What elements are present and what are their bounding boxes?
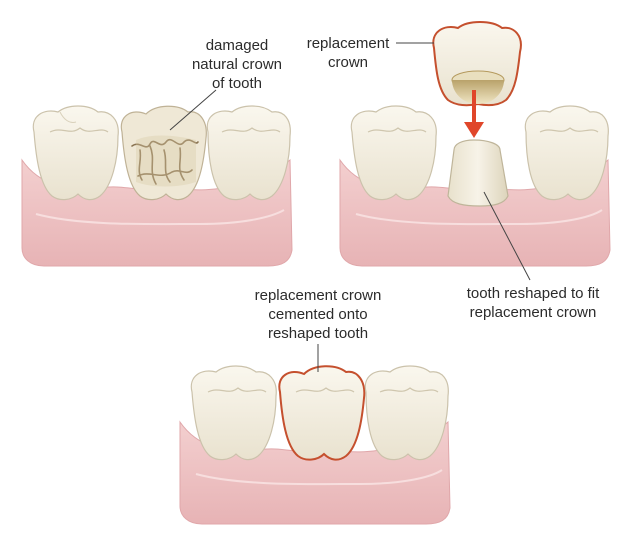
leader-damaged <box>169 89 217 131</box>
label-line: tooth reshaped to fit <box>466 285 600 302</box>
label-line: replacement crown <box>469 304 597 321</box>
label-line: crown <box>327 54 368 71</box>
panel-damaged-tooth <box>21 89 293 267</box>
down-arrow-icon <box>464 90 484 138</box>
label-reshaped-tooth: tooth reshaped to fit replacement crown <box>448 284 618 322</box>
tooth-left <box>350 105 437 201</box>
tooth-left <box>32 105 119 201</box>
gum-highlight <box>35 209 285 226</box>
tooth-right <box>206 105 291 201</box>
label-line: reshaped tooth <box>267 325 369 342</box>
crowned-tooth <box>278 365 366 461</box>
tooth-damaged <box>120 105 207 201</box>
label-line: natural crown <box>191 56 283 73</box>
label-line: damaged <box>205 37 269 54</box>
panel-reshaped-tooth <box>339 21 611 281</box>
gum-highlight <box>355 209 603 226</box>
label-line: of tooth <box>211 75 263 92</box>
tooth-left <box>190 365 277 461</box>
replacement-crown <box>432 21 522 107</box>
tooth-right <box>524 105 609 201</box>
label-cemented-crown: replacement crown cemented onto reshaped… <box>238 286 398 343</box>
label-line: replacement crown <box>254 287 382 304</box>
panel-cemented-crown <box>179 344 451 525</box>
tooth-right <box>364 365 449 461</box>
label-line: cemented onto <box>268 306 368 323</box>
label-damaged-crown: damaged natural crown of tooth <box>182 36 292 93</box>
label-replacement-crown: replacement crown <box>298 34 398 72</box>
gum-highlight <box>195 469 443 486</box>
leader-reshaped-tooth <box>483 191 531 281</box>
label-line: replacement <box>306 35 390 52</box>
reshaped-stump <box>447 139 509 207</box>
decay-cracks <box>131 138 199 185</box>
